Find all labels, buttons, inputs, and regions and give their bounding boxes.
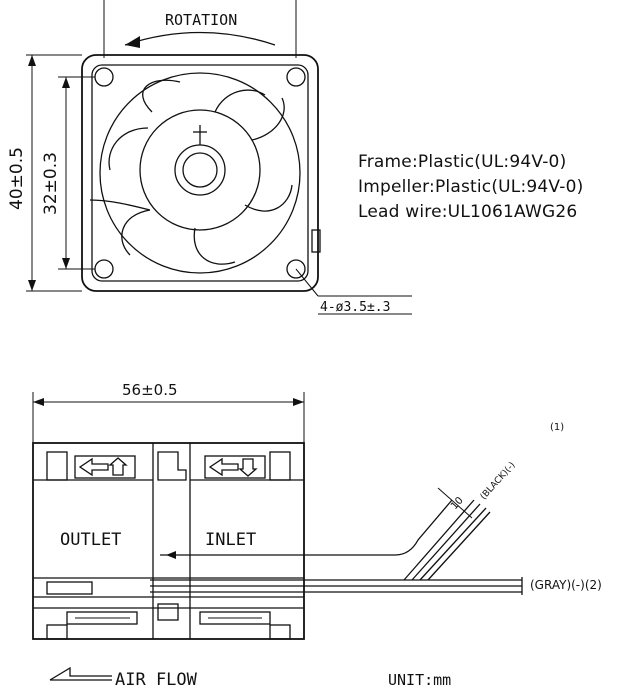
top-view: ROTATION [7,0,412,315]
outlet-label: OUTLET [60,530,121,550]
note-1: (1) [550,422,564,433]
impeller-blades [89,79,293,265]
spec-lead-wire: Lead wire:UL1061AWG26 [358,202,578,222]
wire-length-label: 10 [449,495,466,512]
inlet-label: INLET [205,530,256,550]
unit-label: UNIT:mm [388,671,451,689]
rotation-label: ROTATION [165,11,237,29]
side-view: 56±0.5 OUTLET INLET [32,381,602,690]
fan-frame [81,54,319,292]
mounting-hole [286,67,306,87]
mounting-hole [94,259,114,279]
hub [139,109,261,231]
spec-block: Frame:Plastic(UL:94V-0) Impeller:Plastic… [358,150,640,225]
dim-depth: 56±0.5 [122,381,178,399]
air-flow-arrow [49,666,112,681]
rotation-arc [124,31,276,46]
mounting-hole [94,67,114,87]
hole-callout: 4-ø3.5±.3 [320,300,390,315]
mounting-hole [286,259,306,279]
fan-side-body [32,442,305,640]
spec-frame: Frame:Plastic(UL:94V-0) [358,152,567,172]
rotation-arrow-head [125,36,140,48]
fan-opening [99,72,301,274]
spec-impeller: Impeller:Plastic(UL:94V-0) [358,177,584,197]
dim-overall: 40±0.5 [7,147,27,210]
wire-2-label: (GRAY)(-)(2) [530,578,602,592]
wire-1-label: (BLACK)(-) [479,460,518,502]
dim-hole-pitch: 32±0.3 [41,152,61,215]
air-flow-label: AIR FLOW [115,670,198,690]
